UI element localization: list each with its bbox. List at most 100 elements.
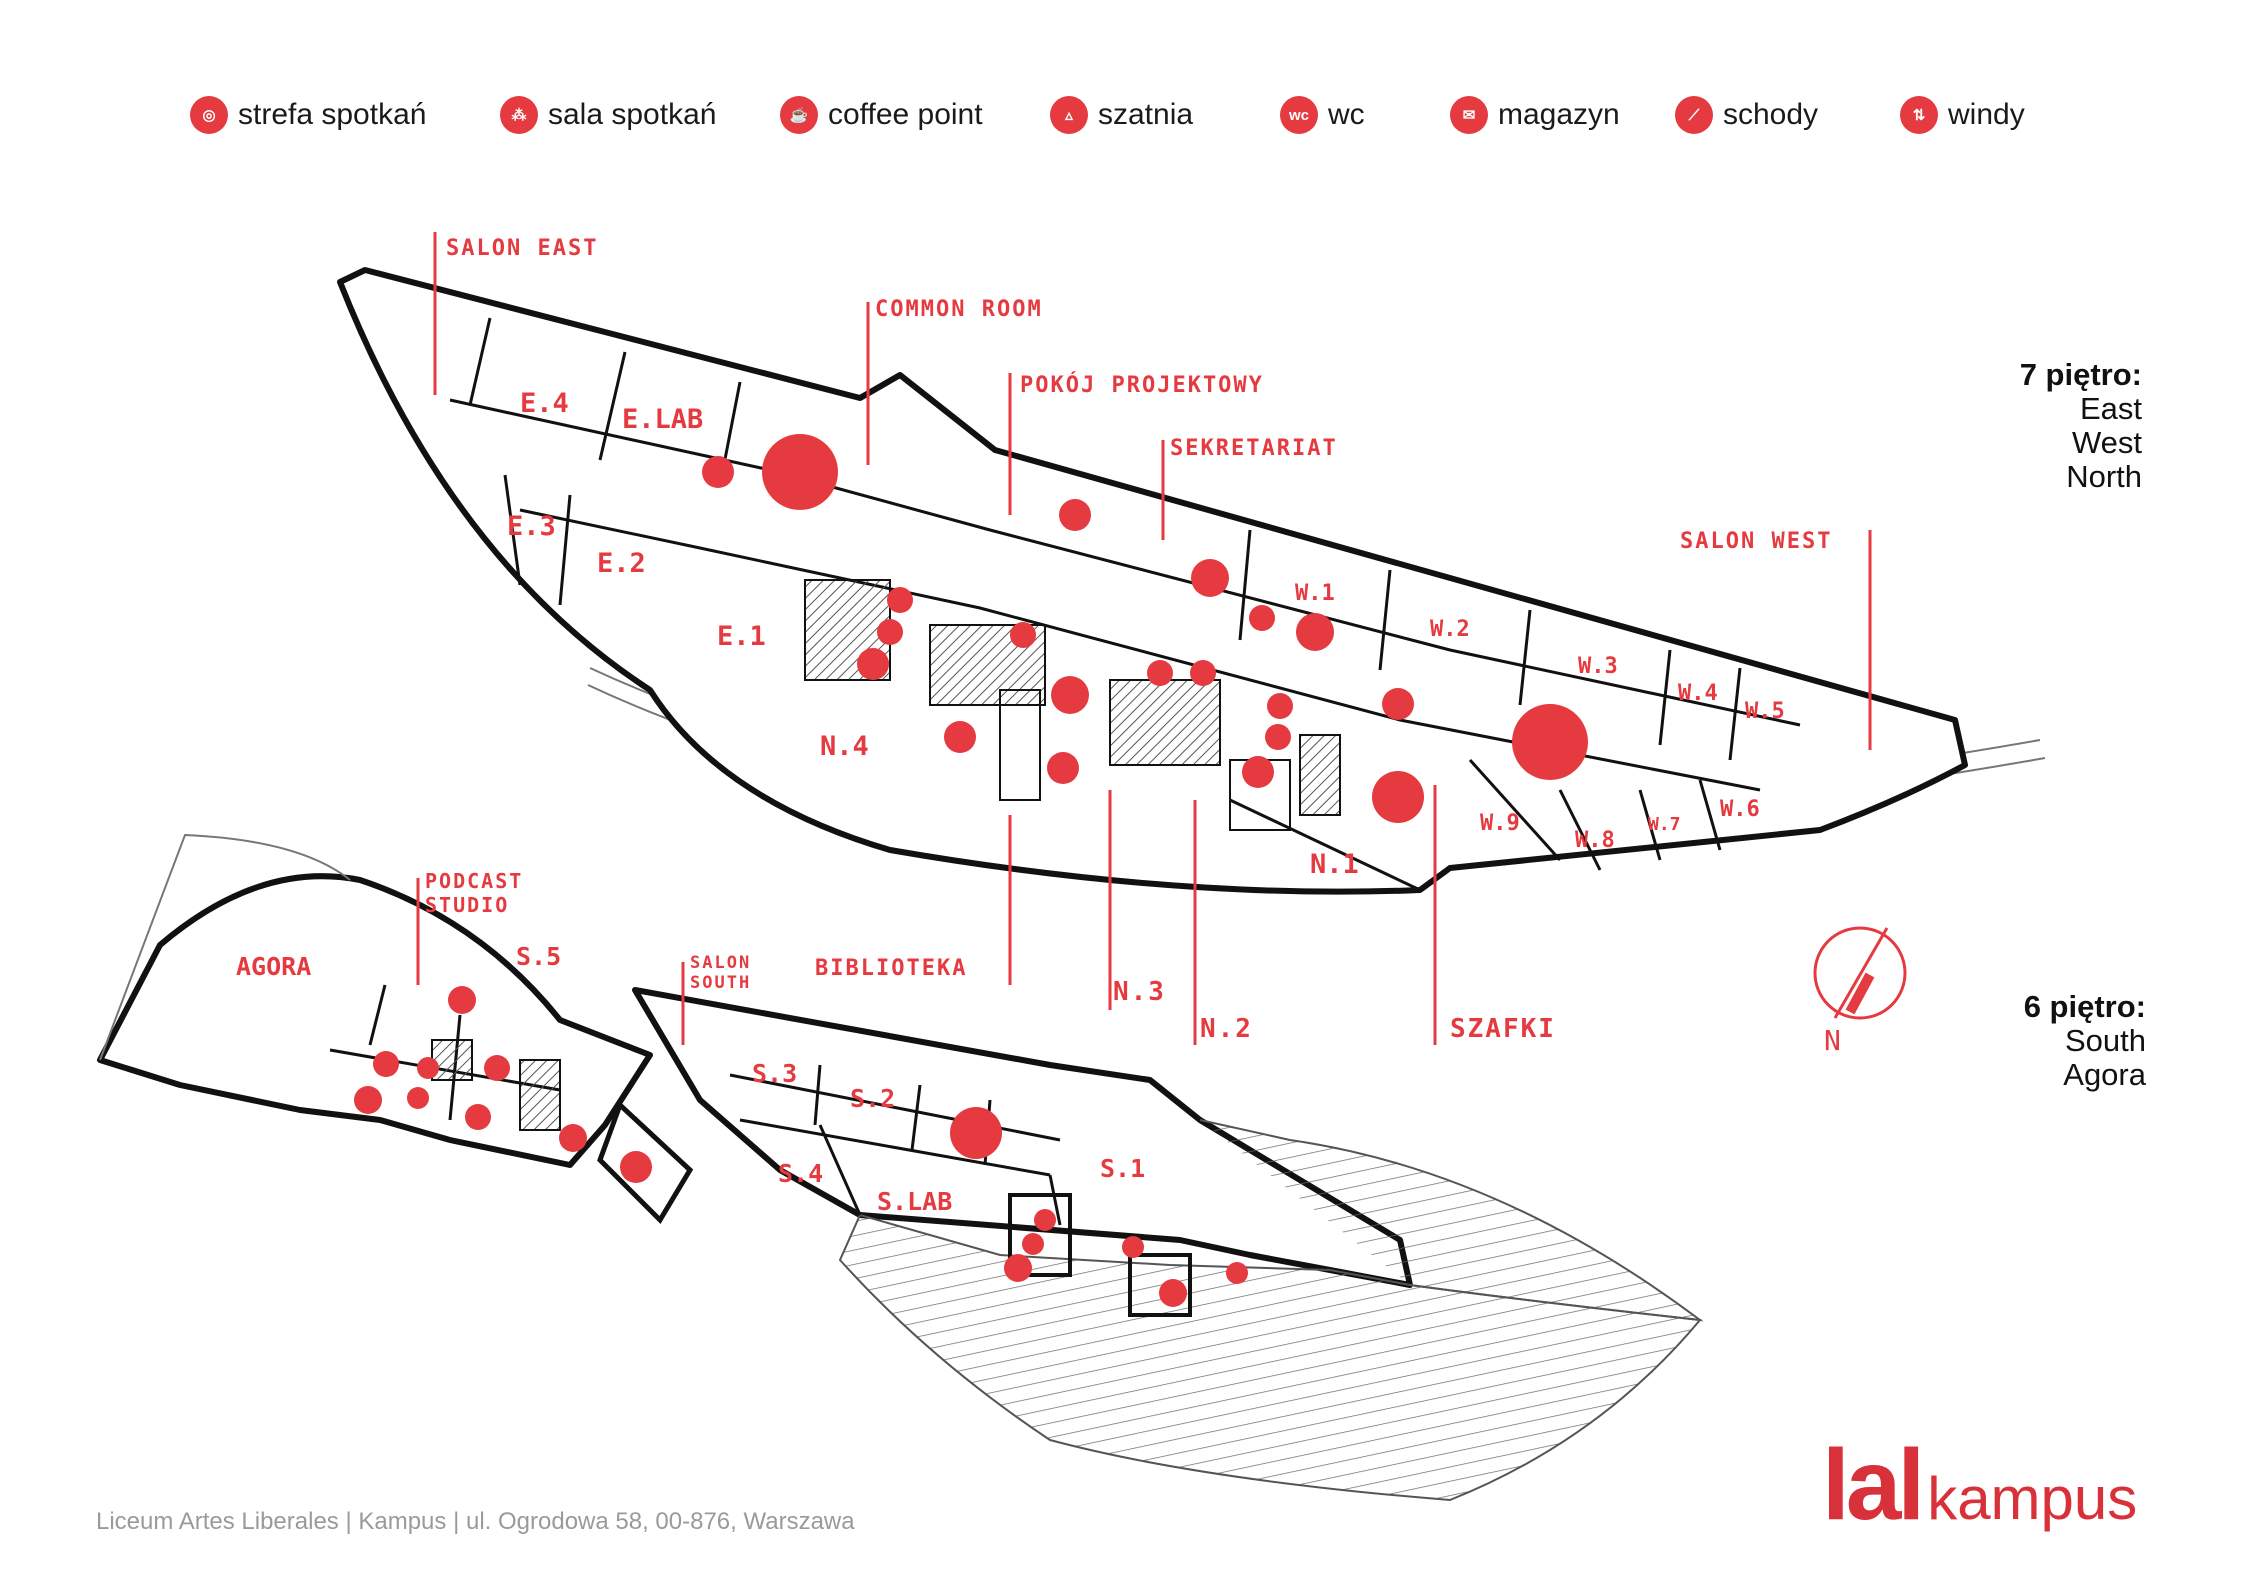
floor-7-rooms: E.4 E.LAB E.3 E.2 E.1 N.4 W.1 W.2 W.3 W.… (507, 388, 1785, 880)
wc-icon (1034, 1209, 1056, 1231)
stairs-icon: ⟋ (1675, 96, 1713, 134)
floor-6-wing: Agora (2063, 1057, 2146, 1092)
elevator-icon (1051, 676, 1089, 714)
floor-7-wing: West (2071, 425, 2142, 460)
legend-item-meeting-zone: ◎ strefa spotkań (190, 96, 426, 134)
room-e3: E.3 (507, 511, 556, 542)
storage-icon (484, 1055, 510, 1081)
floor-7-heading: 7 piętro: (2019, 357, 2142, 392)
core-wall (999, 689, 1041, 801)
wc-icon (417, 1057, 439, 1079)
legend-item-meeting-room: ⁂ sala spotkań (500, 96, 716, 134)
elevator-icon (1159, 1279, 1187, 1307)
room-w2: W.2 (1430, 617, 1470, 642)
floor-6-label: 6 piętro: South Agora (1900, 990, 2146, 1092)
floor-7-wing: North (2066, 459, 2142, 494)
compass-icon (1813, 926, 1907, 1020)
wc-icon (877, 619, 903, 645)
elevator-icon (559, 1124, 587, 1152)
floor-6-wing: South (2064, 1023, 2146, 1058)
wc-icon (407, 1087, 429, 1109)
room-s5: S.5 (516, 942, 561, 971)
floor-6-rooms: AGORA S.5 S.3 S.2 S.4 S.LAB S.1 (236, 942, 1145, 1216)
floor-7-callouts: SALON EAST COMMON ROOM POKÓJ PROJEKTOWY … (446, 236, 1830, 1044)
legend-item-stairs: ⟋ schody (1675, 96, 1818, 134)
floor-7-label: 7 piętro: East West North (1900, 358, 2142, 494)
compass-needle-head (1845, 972, 1875, 1015)
callout-podcast-line1: PODCAST (425, 869, 523, 893)
wc-icon (1122, 1236, 1144, 1258)
legend-label: sala spotkań (548, 98, 717, 131)
brand-kampus: kampus (1927, 1465, 2138, 1532)
legend-label: szatnia (1098, 98, 1194, 131)
room-w5: W.5 (1745, 699, 1785, 724)
room-agora: AGORA (236, 952, 311, 981)
hanger-icon (448, 986, 476, 1014)
room-e4: E.4 (520, 388, 569, 419)
room-w7: W.7 (1648, 814, 1681, 835)
core-block (1109, 679, 1221, 766)
storage-icon: ✉ (1450, 96, 1488, 134)
elevator-icon: ⇅ (1900, 96, 1938, 134)
callout-szafki: SZAFKI (1450, 1014, 1556, 1044)
room-w8: W.8 (1575, 828, 1615, 853)
floor-7-wing: East (2079, 391, 2142, 426)
hanger-icon (1372, 771, 1424, 823)
wc-icon (1010, 622, 1036, 648)
compass-needle (1833, 927, 1889, 1019)
wc-icon (1022, 1233, 1044, 1255)
meeting-zone-icon (1512, 704, 1588, 780)
corridor-wall (449, 398, 1801, 727)
room-e2: E.2 (597, 548, 646, 579)
stairs-icon (857, 648, 889, 680)
wc-icon: wc (1280, 96, 1318, 134)
hanger-icon: ▵ (1050, 96, 1088, 134)
brand-lal: lal (1822, 1429, 1925, 1541)
compass-letter: N (1824, 1024, 1841, 1057)
callout-n2: N.2 (1200, 1014, 1253, 1044)
wc-icon (1226, 1262, 1248, 1284)
legend-item-cloakroom: ▵ szatnia (1050, 96, 1193, 134)
core-block (1299, 734, 1341, 816)
hanger-icon (1296, 613, 1334, 651)
room-elab: E.LAB (622, 404, 703, 435)
legend-label: strefa spotkań (238, 98, 427, 131)
room-s3: S.3 (752, 1059, 797, 1088)
floor-6-callouts: PODCAST STUDIO SALON SOUTH (425, 869, 751, 993)
footer-address: Liceum Artes Liberales | Kampus | ul. Og… (96, 1508, 855, 1535)
legend-label: schody (1723, 98, 1819, 131)
floor-6-icons (354, 986, 1248, 1307)
callout-salon-east: SALON EAST (446, 236, 598, 261)
agora-terrace-edge (99, 833, 351, 1061)
floor-7-plan: E.4 E.LAB E.3 E.2 E.1 N.4 W.1 W.2 W.3 W.… (337, 232, 2046, 1045)
room-w4: W.4 (1678, 681, 1718, 706)
callout-pokoj-projektowy: POKÓJ PROJEKTOWY (1020, 372, 1264, 398)
floor-6-plan: AGORA S.5 S.3 S.2 S.4 S.LAB S.1 PODCAST … (97, 833, 1704, 1502)
wc-icon (1190, 660, 1216, 686)
legend-label: windy (1948, 98, 2025, 131)
callout-salon-south-line2: SOUTH (690, 973, 751, 993)
callout-common-room: COMMON ROOM (875, 297, 1043, 322)
room-slab: S.LAB (877, 1187, 952, 1216)
callout-n3: N.3 (1113, 977, 1166, 1007)
callout-lines (433, 232, 1872, 1045)
legend-label: wc (1328, 98, 1365, 131)
room-n1: N.1 (1310, 849, 1359, 880)
wooden-deck (1199, 1119, 1704, 1322)
meeting-zone-icon: ◎ (190, 96, 228, 134)
floor-7-icons (702, 434, 1588, 823)
wc-icon (1267, 693, 1293, 719)
wc-icon (1147, 660, 1173, 686)
wc-icon (465, 1104, 491, 1130)
coffee-icon (1382, 688, 1414, 720)
storage-icon (1249, 605, 1275, 631)
core-wall (1128, 1253, 1192, 1317)
room-w3: W.3 (1578, 654, 1618, 679)
stairs-icon (1004, 1254, 1032, 1282)
hanger-icon (1047, 752, 1079, 784)
callout-biblioteka: BIBLIOTEKA (815, 956, 967, 981)
legend-label: magazyn (1498, 98, 1620, 131)
coffee-icon: ☕ (780, 96, 818, 134)
core-block (519, 1059, 561, 1131)
